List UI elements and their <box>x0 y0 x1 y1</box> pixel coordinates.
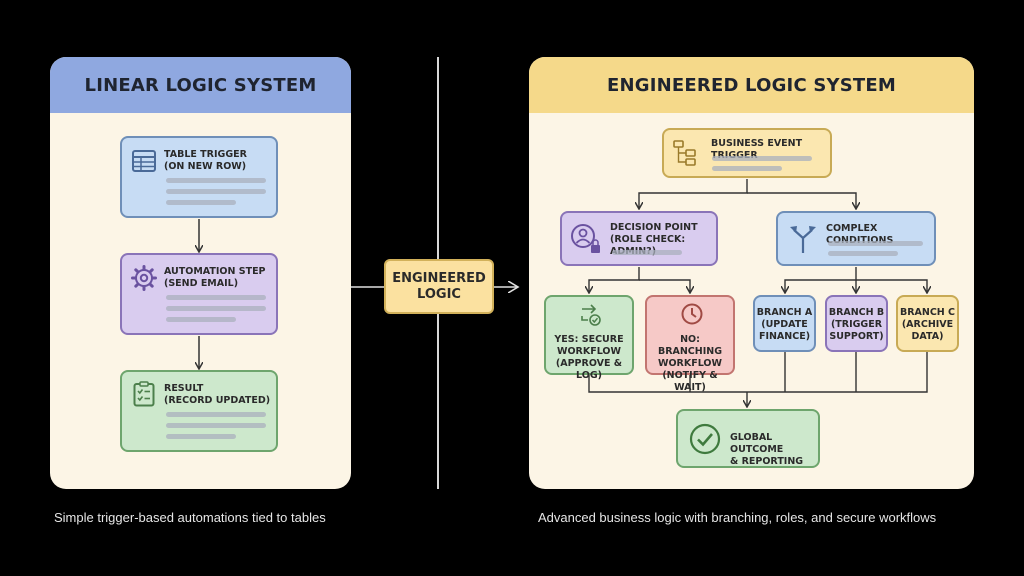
linear-logic-title: LINEAR LOGIC SYSTEM <box>50 57 351 113</box>
branch-a-box: BRANCH A (UPDATE FINANCE) <box>753 295 816 352</box>
workflow-icon <box>673 140 696 166</box>
placeholder-bar <box>166 412 266 417</box>
automation-step-box: AUTOMATION STEP (SEND EMAIL) <box>120 253 278 335</box>
clock-icon <box>681 303 703 325</box>
engineered-logic-panel: ENGINEERED LOGIC SYSTEM BUSINESS EVENT T… <box>529 57 974 489</box>
placeholder-bar <box>166 295 266 300</box>
business-event-trigger-box: BUSINESS EVENT TRIGGER <box>662 128 832 178</box>
branch-c-label: BRANCH C (ARCHIVE DATA) <box>899 307 956 342</box>
result-box: RESULT (RECORD UPDATED) <box>120 370 278 452</box>
branch-b-box: BRANCH B (TRIGGER SUPPORT) <box>825 295 888 352</box>
linear-logic-caption: Simple trigger-based automations tied to… <box>54 510 326 525</box>
placeholder-bar <box>712 166 782 171</box>
placeholder-bar <box>166 434 236 439</box>
split-arrows-icon <box>790 226 816 253</box>
global-outcome-box: GLOBAL OUTCOME & REPORTING <box>676 409 820 468</box>
placeholder-bar <box>828 241 923 246</box>
table-icon <box>132 150 156 172</box>
check-circle-icon <box>689 423 721 455</box>
complex-conditions-box: COMPLEX CONDITIONS <box>776 211 936 266</box>
automation-step-label: AUTOMATION STEP (SEND EMAIL) <box>164 266 266 289</box>
placeholder-bar <box>166 306 266 311</box>
engineered-logic-label: ENGINEERED LOGIC <box>392 270 486 302</box>
branch-c-box: BRANCH C (ARCHIVE DATA) <box>896 295 959 352</box>
placeholder-bar <box>828 251 898 256</box>
branch-a-label: BRANCH A (UPDATE FINANCE) <box>756 307 813 342</box>
user-lock-icon <box>571 224 600 253</box>
business-event-trigger-label: BUSINESS EVENT TRIGGER <box>711 138 803 161</box>
placeholder-bar <box>612 250 682 255</box>
no-branching-workflow-label: NO: BRANCHING WORKFLOW (NOTIFY & WAIT) <box>657 334 723 393</box>
placeholder-bar <box>166 423 266 428</box>
placeholder-bar <box>166 178 266 183</box>
engineered-logic-caption: Advanced business logic with branching, … <box>538 510 937 525</box>
no-branching-workflow-box: NO: BRANCHING WORKFLOW (NOTIFY & WAIT) <box>645 295 735 393</box>
placeholder-bar <box>166 189 266 194</box>
global-outcome-label: GLOBAL OUTCOME & REPORTING <box>730 432 804 467</box>
placeholder-bar <box>166 200 236 205</box>
complex-conditions-label: COMPLEX CONDITIONS <box>826 223 893 246</box>
table-trigger-label: TABLE TRIGGER (ON NEW ROW) <box>164 149 247 172</box>
result-label: RESULT (RECORD UPDATED) <box>164 383 271 406</box>
yes-secure-workflow-box: YES: SECURE WORKFLOW (APPROVE & LOG) <box>544 295 634 381</box>
yes-secure-workflow-label: YES: SECURE WORKFLOW (APPROVE & LOG) <box>554 334 624 381</box>
engineered-logic-title: ENGINEERED LOGIC SYSTEM <box>529 57 974 113</box>
decision-point-box: DECISION POINT (ROLE CHECK: ADMIN?) <box>560 211 718 266</box>
placeholder-bar <box>712 156 812 161</box>
linear-logic-panel: LINEAR LOGIC SYSTEM TABLE TRIGGER (ON NE… <box>50 57 351 489</box>
placeholder-bar <box>166 317 236 322</box>
checklist-icon <box>133 381 155 407</box>
engineered-logic-box: ENGINEERED LOGIC <box>384 259 494 314</box>
branch-b-label: BRANCH B (TRIGGER SUPPORT) <box>828 307 885 342</box>
flow-check-icon <box>581 304 601 326</box>
gear-icon <box>131 265 157 291</box>
table-trigger-box: TABLE TRIGGER (ON NEW ROW) <box>120 136 278 218</box>
